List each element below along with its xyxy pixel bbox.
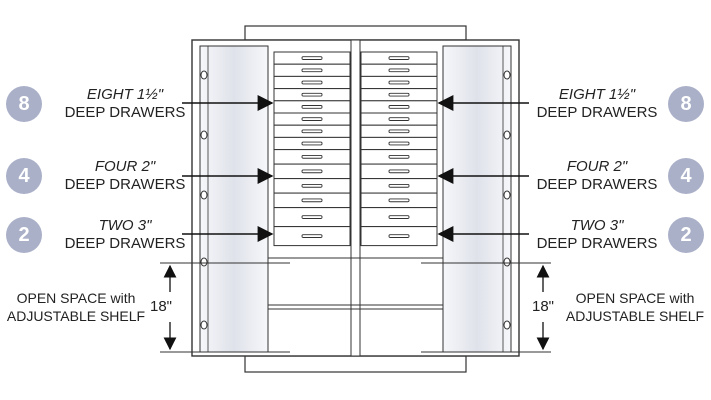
callout-left-1: EIGHT 1½" DEEP DRAWERS — [50, 86, 200, 122]
drawer-handle — [301, 80, 323, 85]
callout-left-2: FOUR 2" DEEP DRAWERS — [50, 158, 200, 194]
drawer-handle — [388, 198, 410, 203]
drawer-handle — [301, 183, 323, 188]
open-space-label-left: OPEN SPACE with ADJUSTABLE SHELF — [2, 289, 150, 325]
drawer-handle — [388, 141, 410, 146]
open-space-right-line1: OPEN SPACE with — [575, 290, 695, 306]
count-badge-left-1: 8 — [6, 86, 42, 122]
callout-left-3: TWO 3" DEEP DRAWERS — [50, 217, 200, 253]
open-space-right-line2: ADJUSTABLE SHELF — [565, 308, 705, 324]
drawer-handle — [388, 80, 410, 85]
open-space-left-line2: ADJUSTABLE SHELF — [6, 308, 146, 324]
callout-right-3-line1: TWO 3" — [570, 217, 624, 234]
drawer-handle — [301, 129, 323, 134]
count-badge-left-3: 2 — [6, 217, 42, 253]
callout-right-1-line1: EIGHT 1½" — [558, 86, 636, 103]
callout-right-3: TWO 3" DEEP DRAWERS — [522, 217, 672, 253]
hinge-right — [503, 257, 511, 267]
callout-left-2-line2: DEEP DRAWERS — [64, 176, 186, 193]
hinge-left — [200, 190, 208, 200]
center-divider — [350, 39, 361, 357]
callout-left-2-line1: FOUR 2" — [94, 158, 156, 175]
hinge-left — [200, 257, 208, 267]
count-badge-right-2: 4 — [668, 158, 704, 194]
hinge-right — [503, 70, 511, 80]
drawer-handle — [388, 56, 410, 60]
hinge-right — [503, 130, 511, 140]
drawer-handle — [301, 154, 323, 159]
callout-right-1-line2: DEEP DRAWERS — [536, 104, 658, 121]
drawer-handle — [388, 183, 410, 188]
cabinet-top-cap — [244, 25, 467, 41]
drawer-handle — [301, 169, 323, 174]
callout-left-3-line2: DEEP DRAWERS — [64, 235, 186, 252]
count-badge-right-3: 2 — [668, 217, 704, 253]
drawer-handle — [388, 129, 410, 134]
cabinet-bottom-cap — [244, 355, 467, 373]
open-space-label-right: OPEN SPACE with ADJUSTABLE SHELF — [560, 289, 710, 325]
callout-right-2-line1: FOUR 2" — [566, 158, 628, 175]
callout-left-1-line2: DEEP DRAWERS — [64, 104, 186, 121]
open-space-left-line1: OPEN SPACE with — [16, 290, 136, 306]
drawer-handle — [301, 92, 323, 97]
drawer-handle — [301, 68, 323, 73]
drawer-handle — [388, 169, 410, 174]
drawer-handle — [301, 198, 323, 203]
drawer-handle — [388, 105, 410, 109]
hinge-left — [200, 130, 208, 140]
drawer-handle — [388, 68, 410, 73]
drawer-handle — [301, 141, 323, 146]
drawer-handle — [301, 215, 323, 219]
callout-right-2: FOUR 2" DEEP DRAWERS — [522, 158, 672, 194]
hinge-left — [200, 70, 208, 80]
hinge-right — [503, 190, 511, 200]
drawer-handle — [388, 234, 410, 238]
drawer-handle — [301, 105, 323, 109]
drawer-handle — [301, 234, 323, 238]
left-door-panel — [199, 45, 269, 353]
height-label-left: 18" — [146, 298, 176, 315]
drawer-handle — [301, 117, 323, 121]
callout-right-2-line2: DEEP DRAWERS — [536, 176, 658, 193]
count-badge-right-1: 8 — [668, 86, 704, 122]
hinge-left — [200, 320, 208, 330]
callout-right-1: EIGHT 1½" DEEP DRAWERS — [522, 86, 672, 122]
callout-right-3-line2: DEEP DRAWERS — [536, 235, 658, 252]
hinge-right — [503, 320, 511, 330]
right-door-panel — [442, 45, 512, 353]
callout-left-1-line1: EIGHT 1½" — [86, 86, 164, 103]
drawer-handle — [301, 56, 323, 60]
callout-left-3-line1: TWO 3" — [98, 217, 152, 234]
height-label-right: 18" — [528, 298, 558, 315]
drawer-handle — [388, 154, 410, 159]
drawer-handle — [388, 215, 410, 219]
count-badge-left-2: 4 — [6, 158, 42, 194]
drawer-handle — [388, 117, 410, 121]
drawer-handle — [388, 92, 410, 97]
